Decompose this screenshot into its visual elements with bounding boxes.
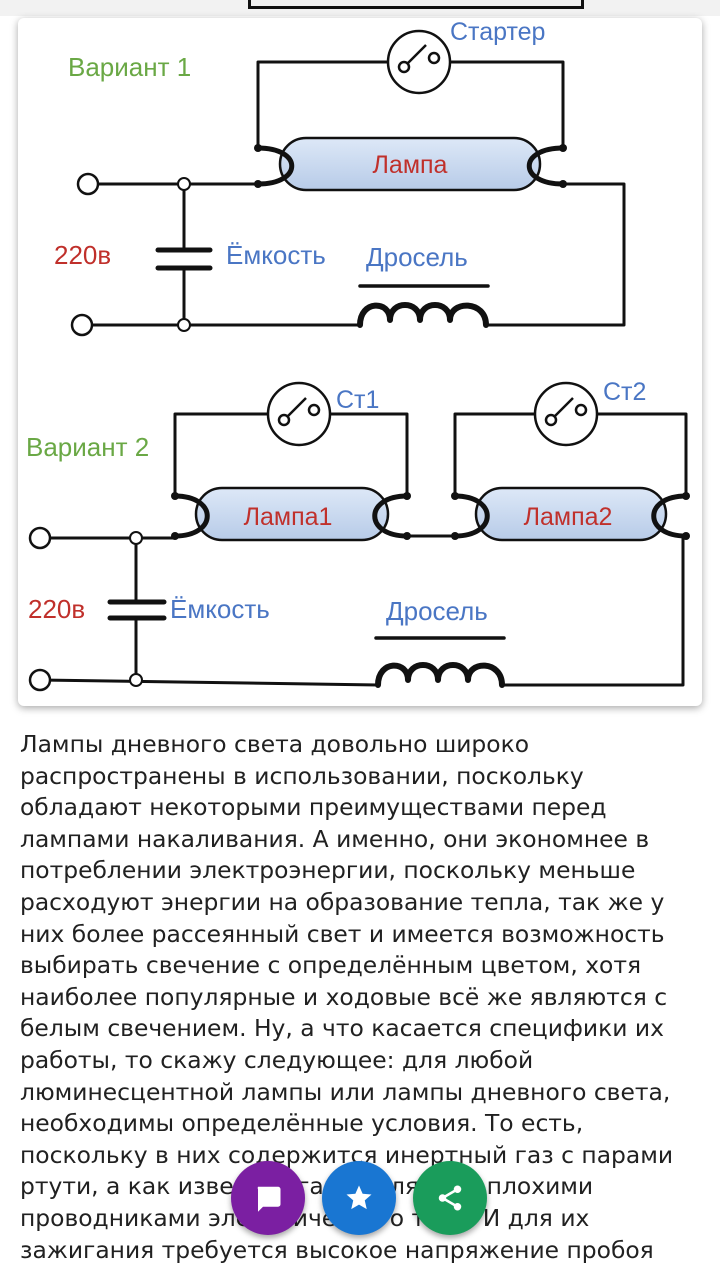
- variant1-capacitor-label: Ёмкость: [226, 240, 326, 270]
- starter-symbol-st1: [277, 397, 321, 427]
- junction-dots: [171, 144, 690, 540]
- variant1-choke-label: Дросель: [366, 242, 468, 272]
- wiring-diagram: Вариант 1 Стартер Лампа 220в Ёмкость Дро…: [26, 18, 690, 692]
- share-icon: [438, 1185, 462, 1211]
- comment-button[interactable]: [231, 1161, 305, 1235]
- previous-diagram-edge: [248, 0, 584, 9]
- share-button[interactable]: [413, 1161, 487, 1235]
- starter-symbol-st2: [544, 397, 588, 427]
- variant2-lamp1-label: Лампа1: [244, 503, 333, 531]
- variant2-starter2-label: Ст2: [603, 378, 646, 406]
- variant1-voltage-label: 220в: [54, 240, 111, 270]
- wiring-diagram-image[interactable]: Вариант 1 Стартер Лампа 220в Ёмкость Дро…: [18, 18, 702, 706]
- favorite-button[interactable]: [322, 1161, 396, 1235]
- variant1-title: Вариант 1: [68, 52, 191, 82]
- comment-icon: [257, 1186, 281, 1212]
- variant2-title: Вариант 2: [26, 432, 149, 462]
- variant2-starter1-label: Ст1: [336, 386, 379, 414]
- variant2-lamp2-label: Лампа2: [524, 503, 613, 531]
- variant2-capacitor-label: Ёмкость: [170, 594, 270, 624]
- previous-image-peek: [0, 0, 720, 16]
- starter-symbol-1: [397, 44, 441, 74]
- variant2-voltage-label: 220в: [28, 594, 85, 624]
- variant2-choke-label: Дросель: [386, 596, 488, 626]
- variant1-starter-label: Стартер: [450, 18, 545, 46]
- star-icon: [346, 1185, 372, 1210]
- variant1-lamp-label: Лампа: [373, 151, 448, 179]
